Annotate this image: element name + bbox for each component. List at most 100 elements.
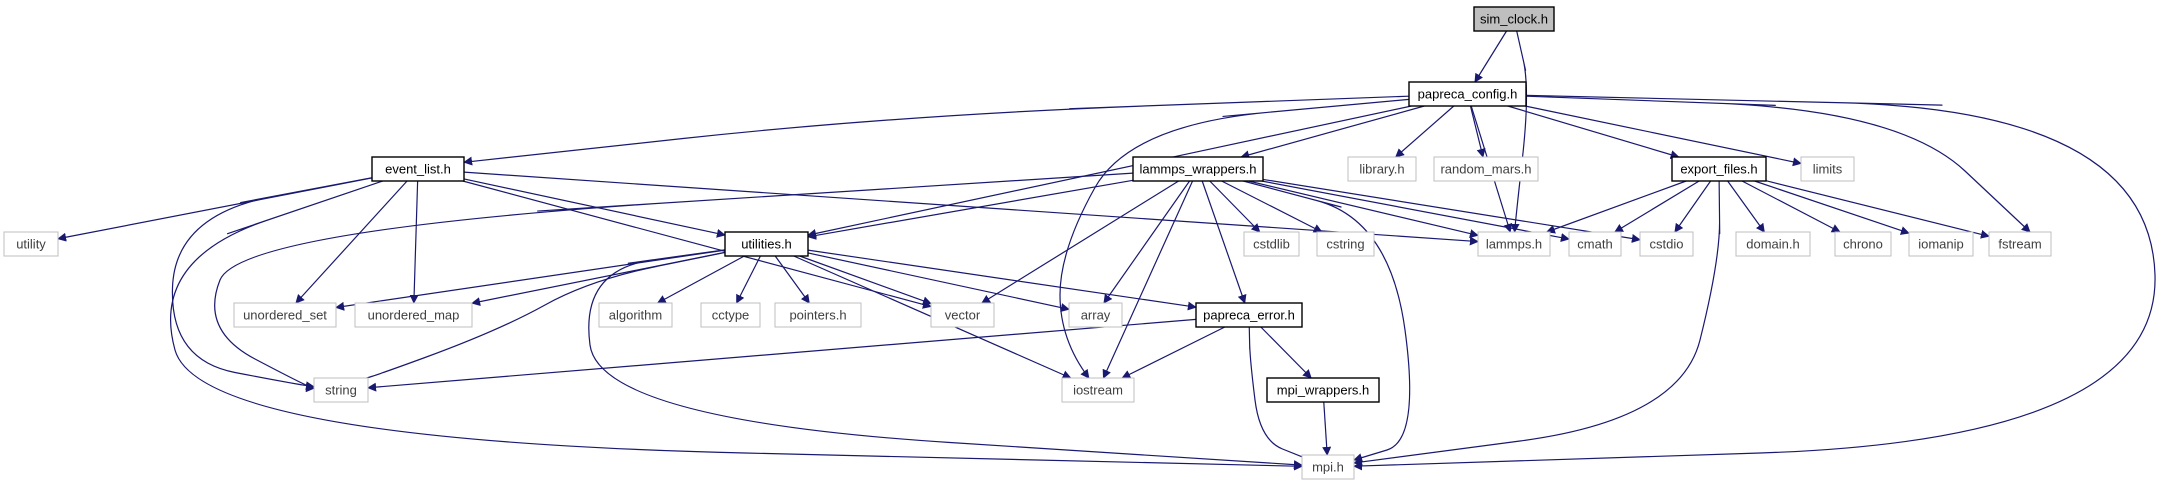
- edge-mpi_wrappers-to-mpi: [1322, 401, 1332, 456]
- node-mpi_wrappers[interactable]: mpi_wrappers.h: [1266, 377, 1380, 403]
- node-utilities-label: utilities.h: [741, 237, 792, 252]
- node-chrono: chrono: [1834, 231, 1892, 257]
- node-limits-label: limits: [1813, 162, 1843, 177]
- node-fstream-box: [1988, 231, 2052, 257]
- node-string-box: [313, 377, 369, 403]
- edge-lammps_wrappers-to-papreca_error: [1201, 180, 1247, 304]
- node-unordered_map-box: [354, 302, 473, 328]
- node-string-label: string: [325, 383, 357, 398]
- node-event_list-box: [371, 156, 465, 182]
- node-event_list-label: event_list.h: [385, 162, 451, 177]
- edge-export_files-to-mpi: [1353, 180, 1721, 467]
- node-iostream-box: [1061, 377, 1135, 403]
- edge-utilities-to-pointers: [774, 255, 810, 304]
- node-sim_clock-box: [1473, 6, 1555, 32]
- node-cstdio: cstdio: [1639, 231, 1694, 257]
- edge-event_list-to-lammps: [463, 171, 1479, 246]
- edge-utilities-to-vector: [799, 255, 932, 306]
- edge-papreca_config-to-event_list: [463, 95, 1410, 166]
- node-library-label: library.h: [1359, 162, 1404, 177]
- edge-papreca_error-to-mpi_wrappers: [1260, 326, 1312, 379]
- node-cmath-box: [1568, 231, 1622, 257]
- node-iomanip: iomanip: [1908, 231, 1974, 257]
- node-cstring-label: cstring: [1326, 237, 1364, 252]
- edge-lammps_wrappers-to-lammps: [1248, 180, 1479, 238]
- edge-event_list-to-string: [171, 177, 373, 391]
- edge-papreca_error-to-mpi: [1248, 326, 1312, 464]
- node-lammps_wrappers-label: lammps_wrappers.h: [1139, 162, 1256, 177]
- edge-export_files-to-domain: [1727, 180, 1765, 233]
- node-algorithm-label: algorithm: [609, 308, 662, 323]
- node-mpi-label: mpi.h: [1312, 460, 1344, 475]
- node-mpi_wrappers-label: mpi_wrappers.h: [1277, 383, 1370, 398]
- edge-utilities-to-array: [807, 252, 1070, 312]
- node-lammps_wrappers-box: [1132, 156, 1264, 182]
- edge-papreca_config-to-limits: [1524, 105, 1802, 167]
- edge-utilities-to-unordered_set: [335, 249, 726, 311]
- node-vector-box: [930, 302, 995, 328]
- node-pointers-label: pointers.h: [789, 308, 846, 323]
- node-papreca_error-box: [1195, 302, 1303, 328]
- node-papreca_config[interactable]: papreca_config.h: [1408, 81, 1527, 107]
- node-cstring-box: [1316, 231, 1375, 257]
- node-lammps-box: [1477, 231, 1551, 257]
- node-pointers-box: [774, 302, 862, 328]
- node-cctype-label: cctype: [712, 308, 750, 323]
- node-unordered_set-label: unordered_set: [243, 308, 327, 323]
- node-chrono-box: [1834, 231, 1892, 257]
- node-sim_clock[interactable]: sim_clock.h: [1473, 6, 1555, 32]
- node-algorithm: algorithm: [598, 302, 673, 328]
- node-unordered_map: unordered_map: [354, 302, 473, 328]
- node-papreca_error-label: papreca_error.h: [1203, 308, 1295, 323]
- edge-papreca_config-to-random_mars: [1469, 105, 1486, 158]
- node-cstring: cstring: [1316, 231, 1375, 257]
- edge-event_list-to-vector: [462, 180, 932, 309]
- node-papreca_config-label: papreca_config.h: [1418, 87, 1518, 102]
- edge-utilities-to-papreca_error: [807, 249, 1197, 311]
- node-iomanip-label: iomanip: [1918, 237, 1964, 252]
- edge-papreca_error-to-string: [367, 318, 1197, 392]
- node-random_mars: random_mars.h: [1433, 156, 1539, 182]
- node-cstdlib-label: cstdlib: [1253, 237, 1290, 252]
- node-papreca_error[interactable]: papreca_error.h: [1195, 302, 1303, 328]
- edge-event_list-to-unordered_set: [295, 180, 408, 304]
- node-domain-box: [1735, 231, 1811, 257]
- node-export_files-label: export_files.h: [1680, 162, 1757, 177]
- node-cctype-box: [700, 302, 761, 328]
- node-utility: utility: [3, 231, 59, 257]
- node-pointers: pointers.h: [774, 302, 862, 328]
- node-array-label: array: [1081, 308, 1111, 323]
- edge-lammps_wrappers-to-cstdio: [1262, 178, 1641, 243]
- edge-lammps_wrappers-to-utilities: [807, 179, 1134, 240]
- node-lammps_wrappers[interactable]: lammps_wrappers.h: [1132, 156, 1264, 182]
- edge-papreca_config-to-lammps_wrappers: [1240, 105, 1425, 160]
- node-utilities[interactable]: utilities.h: [724, 231, 809, 257]
- edge-sim_clock-to-lammps: [1510, 30, 1528, 233]
- node-iostream-label: iostream: [1073, 383, 1123, 398]
- node-cmath-label: cmath: [1577, 237, 1612, 252]
- node-limits: limits: [1800, 156, 1855, 182]
- node-export_files[interactable]: export_files.h: [1671, 156, 1767, 182]
- edge-utilities-to-algorithm: [656, 255, 745, 304]
- edge-lammps_wrappers-to-cstring: [1221, 180, 1323, 233]
- node-iomanip-box: [1908, 231, 1974, 257]
- edge-papreca_config-to-fstream: [1525, 95, 2031, 233]
- node-mpi: mpi.h: [1301, 454, 1355, 480]
- edge-event_list-to-unordered_map: [409, 180, 419, 304]
- node-fstream: fstream: [1988, 231, 2052, 257]
- node-vector: vector: [930, 302, 995, 328]
- node-lammps-label: lammps.h: [1486, 237, 1542, 252]
- node-string: string: [313, 377, 369, 403]
- edge-lammps_wrappers-to-mpi: [1243, 180, 1411, 462]
- node-domain: domain.h: [1735, 231, 1811, 257]
- edge-export_files-to-chrono: [1741, 180, 1841, 233]
- node-chrono-label: chrono: [1843, 237, 1883, 252]
- node-library: library.h: [1347, 156, 1417, 182]
- edge-papreca_config-to-iostream: [1059, 98, 1410, 379]
- edge-export_files-to-lammps: [1545, 180, 1687, 234]
- node-event_list[interactable]: event_list.h: [371, 156, 465, 182]
- edge-papreca_config-to-library: [1395, 105, 1455, 158]
- node-cstdio-box: [1639, 231, 1694, 257]
- edge-lammps_wrappers-to-vector: [981, 180, 1179, 304]
